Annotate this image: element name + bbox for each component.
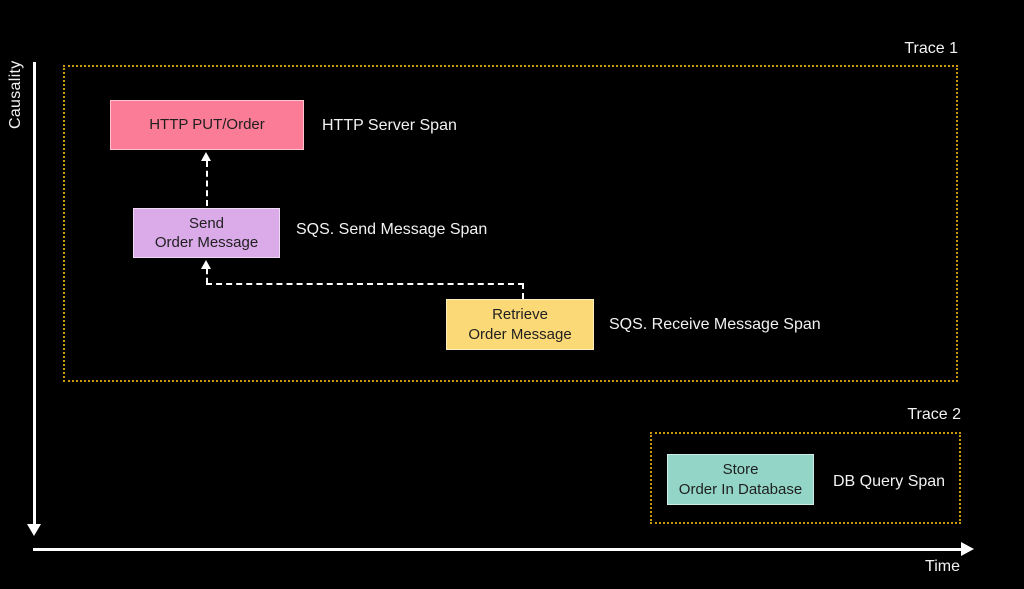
arrow-receive-to-send-segment-left [206, 269, 208, 283]
span-label-sqs-send: SQS. Send Message Span [296, 221, 488, 238]
trace2-boundary [650, 432, 961, 524]
span-box-send-order-message: Send Order Message [133, 208, 280, 258]
causality-axis-arrowhead-icon [27, 524, 41, 536]
trace2-label: Trace 2 [907, 406, 961, 423]
causality-axis-line [33, 62, 36, 524]
arrow-receive-to-send-segment-right [522, 283, 524, 299]
trace1-boundary [63, 65, 958, 382]
arrow-receive-to-send-arrowhead-icon [201, 260, 211, 269]
arrow-send-to-http-arrowhead-icon [201, 152, 211, 161]
arrow-send-to-http-line [206, 161, 208, 206]
span-label-http-server: HTTP Server Span [322, 117, 457, 134]
time-axis-line [33, 548, 961, 551]
span-box-http-put-order: HTTP PUT/Order [110, 100, 304, 150]
time-axis-arrowhead-icon [961, 542, 974, 556]
span-label-db-query: DB Query Span [833, 473, 946, 490]
time-axis-label: Time [925, 558, 960, 575]
arrow-receive-to-send-segment-horizontal [206, 283, 524, 285]
span-box-store-order-in-database: Store Order In Database [667, 454, 814, 505]
span-box-retrieve-order-message: Retrieve Order Message [446, 299, 594, 350]
span-label-sqs-receive: SQS. Receive Message Span [609, 316, 821, 333]
trace1-label: Trace 1 [904, 40, 958, 57]
causality-axis-label: Causality [7, 60, 24, 130]
